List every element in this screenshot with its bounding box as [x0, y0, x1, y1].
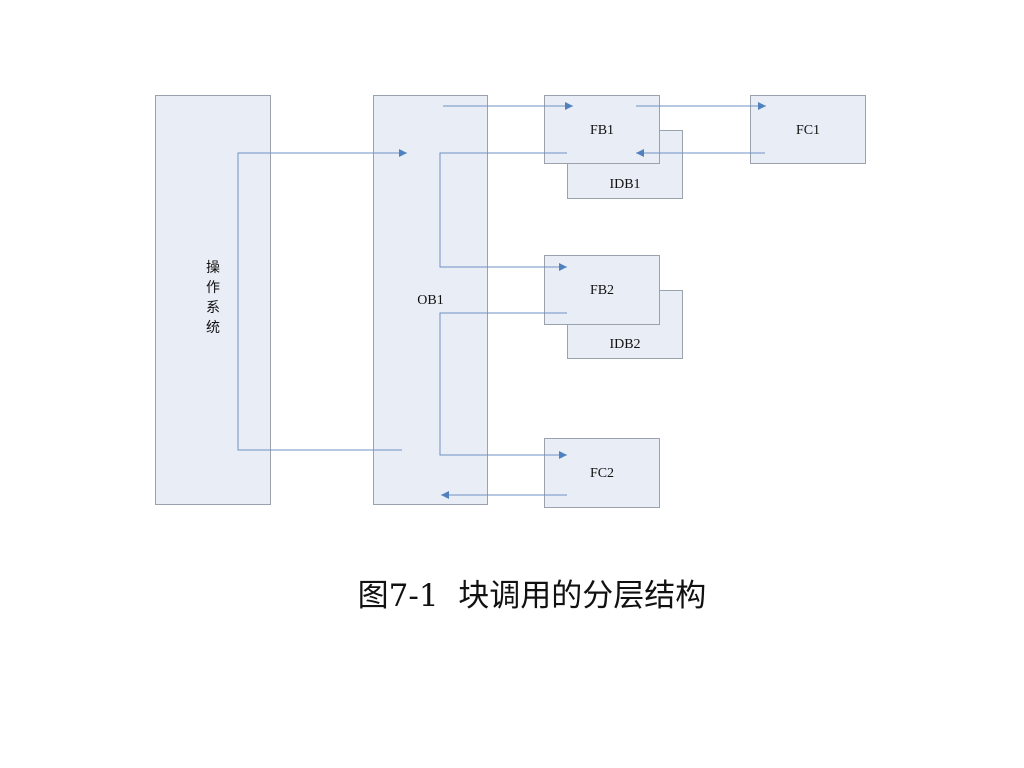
operating-system-char-3: 系 [206, 300, 220, 316]
fc2-label: FC2 [589, 466, 615, 481]
idb2-label: IDB2 [609, 337, 641, 352]
fb2-label: FB2 [589, 283, 615, 298]
fc1-label: FC1 [795, 123, 821, 138]
operating-system-block: 操 作 系 统 [155, 95, 271, 505]
fc1-block: FC1 [750, 95, 866, 164]
operating-system-label: 操 作 系 统 [156, 258, 270, 338]
fb1-label: FB1 [589, 123, 615, 138]
figure-caption: 图7-1 块调用的分层结构 [357, 578, 707, 614]
operating-system-char-1: 操 [206, 260, 220, 276]
fb2-to-fc2-connector [439, 312, 567, 459]
operating-system-char-4: 统 [206, 320, 220, 336]
idb1-label: IDB1 [609, 177, 641, 192]
fb1-to-fb2-connector [439, 152, 567, 271]
ob1-block: OB1 [373, 95, 488, 505]
os-to-ob1-connector [237, 149, 407, 451]
operating-system-char-2: 作 [206, 280, 220, 296]
ob1-label: OB1 [417, 293, 444, 308]
fc2-block: FC2 [544, 438, 660, 508]
